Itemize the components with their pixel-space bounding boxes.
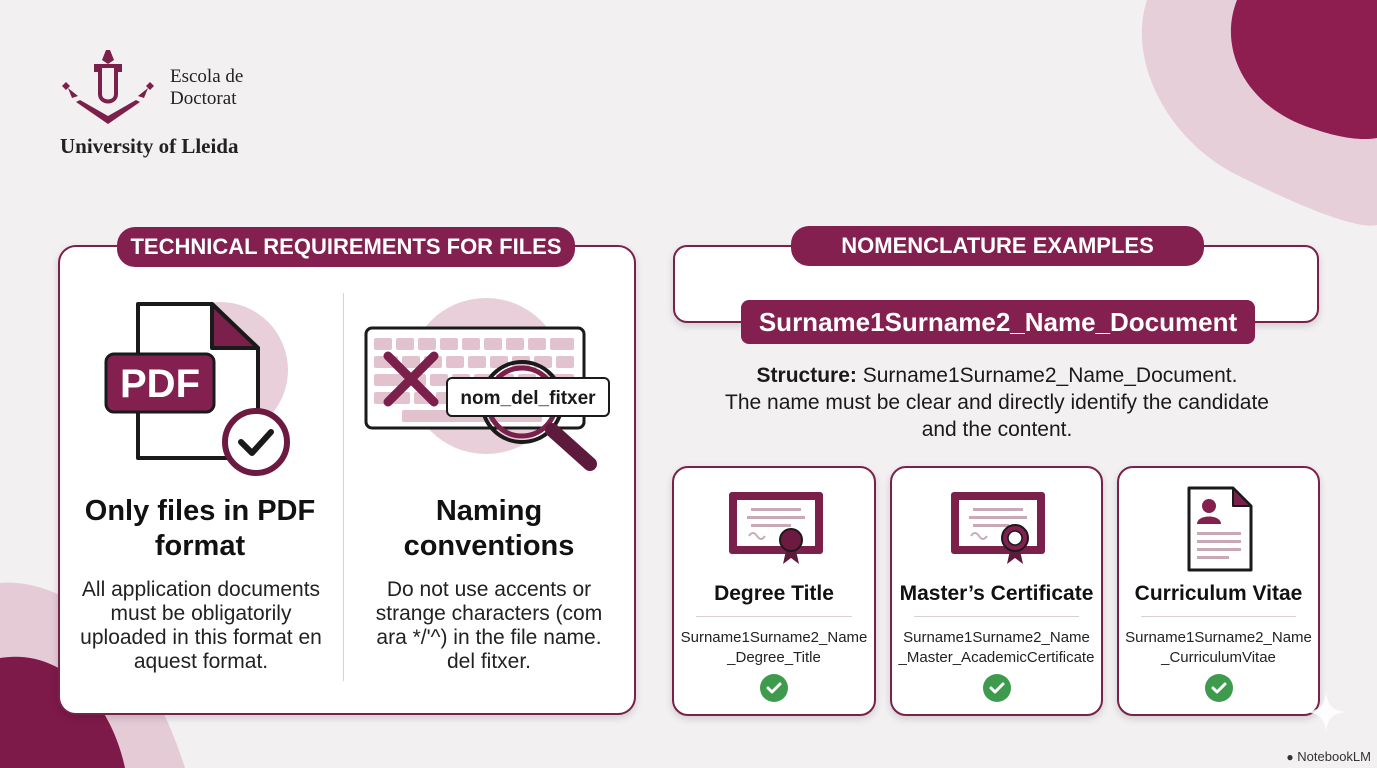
example-card-degree-title: Degree Title Surname1Surname2_Name _Degr…	[672, 466, 876, 716]
naming-requirement-description: Do not use accents or strange characters…	[375, 578, 603, 673]
column-divider	[343, 293, 344, 681]
pdf-file-icon	[104, 302, 290, 476]
nomenclature-heading: NOMENCLATURE EXAMPLES	[791, 226, 1204, 266]
certificate-icon	[951, 492, 1045, 564]
naming-requirement-title: Naming conventions	[403, 495, 575, 562]
technical-requirements-heading: TECHNICAL REQUIREMENTS FOR FILES	[117, 227, 575, 267]
logo-emblem-icon	[62, 50, 154, 124]
nomenclature-explanation: Structure: Surname1Surname2_Name_Documen…	[690, 362, 1304, 443]
example-card-masters-certificate: Master’s Certificate Surname1Surname2_Na…	[890, 466, 1103, 716]
example-filename: Surname1Surname2_Name _Degree_Title	[680, 629, 868, 666]
example-divider	[696, 616, 852, 617]
top-right-decor	[1141, 0, 1377, 226]
example-divider	[1141, 616, 1296, 617]
diploma-icon	[729, 492, 823, 564]
check-icon	[982, 674, 1011, 702]
sparkle-icon	[1306, 692, 1346, 732]
example-divider	[914, 616, 1079, 617]
logo-school-name: Escola de Doctorat	[170, 66, 244, 109]
cv-document-icon	[1187, 486, 1253, 572]
pdf-icon-label: PDF	[120, 362, 200, 406]
structure-value: Surname1Surname2_Name_Document.	[862, 364, 1238, 387]
footer-brand: NotebookLM	[1297, 749, 1371, 764]
example-card-curriculum-vitae: Curriculum Vitae Surname1Surname2_Name _…	[1117, 466, 1320, 716]
example-filename: Surname1Surname2_Name _Master_AcademicCe…	[898, 629, 1095, 666]
explanation-line-1: The name must be clear and directly iden…	[725, 391, 1269, 414]
filename-example-label: nom_del_fitxer	[446, 377, 610, 417]
logo-university-name: University of Lleida	[60, 134, 239, 158]
pdf-requirement-title: Only files in PDF format	[84, 495, 316, 562]
pdf-requirement-description: All application documents must be obliga…	[80, 578, 322, 673]
explanation-line-2: and the content.	[921, 418, 1073, 441]
nomenclature-pattern: Surname1Surname2_Name_Document	[741, 300, 1255, 344]
university-logo: Escola de Doctorat University of Lleida	[58, 50, 318, 170]
notebooklm-logo-icon: ●	[1286, 750, 1294, 764]
structure-label: Structure:	[756, 364, 857, 387]
check-icon	[1204, 674, 1233, 702]
example-title: Degree Title	[714, 582, 834, 605]
example-filename: Surname1Surname2_Name _CurriculumVitae	[1125, 629, 1312, 666]
check-icon	[760, 674, 788, 702]
example-title: Master’s Certificate	[899, 582, 1094, 605]
notebooklm-watermark: ● NotebookLM	[1286, 749, 1371, 764]
example-title: Curriculum Vitae	[1134, 582, 1303, 605]
